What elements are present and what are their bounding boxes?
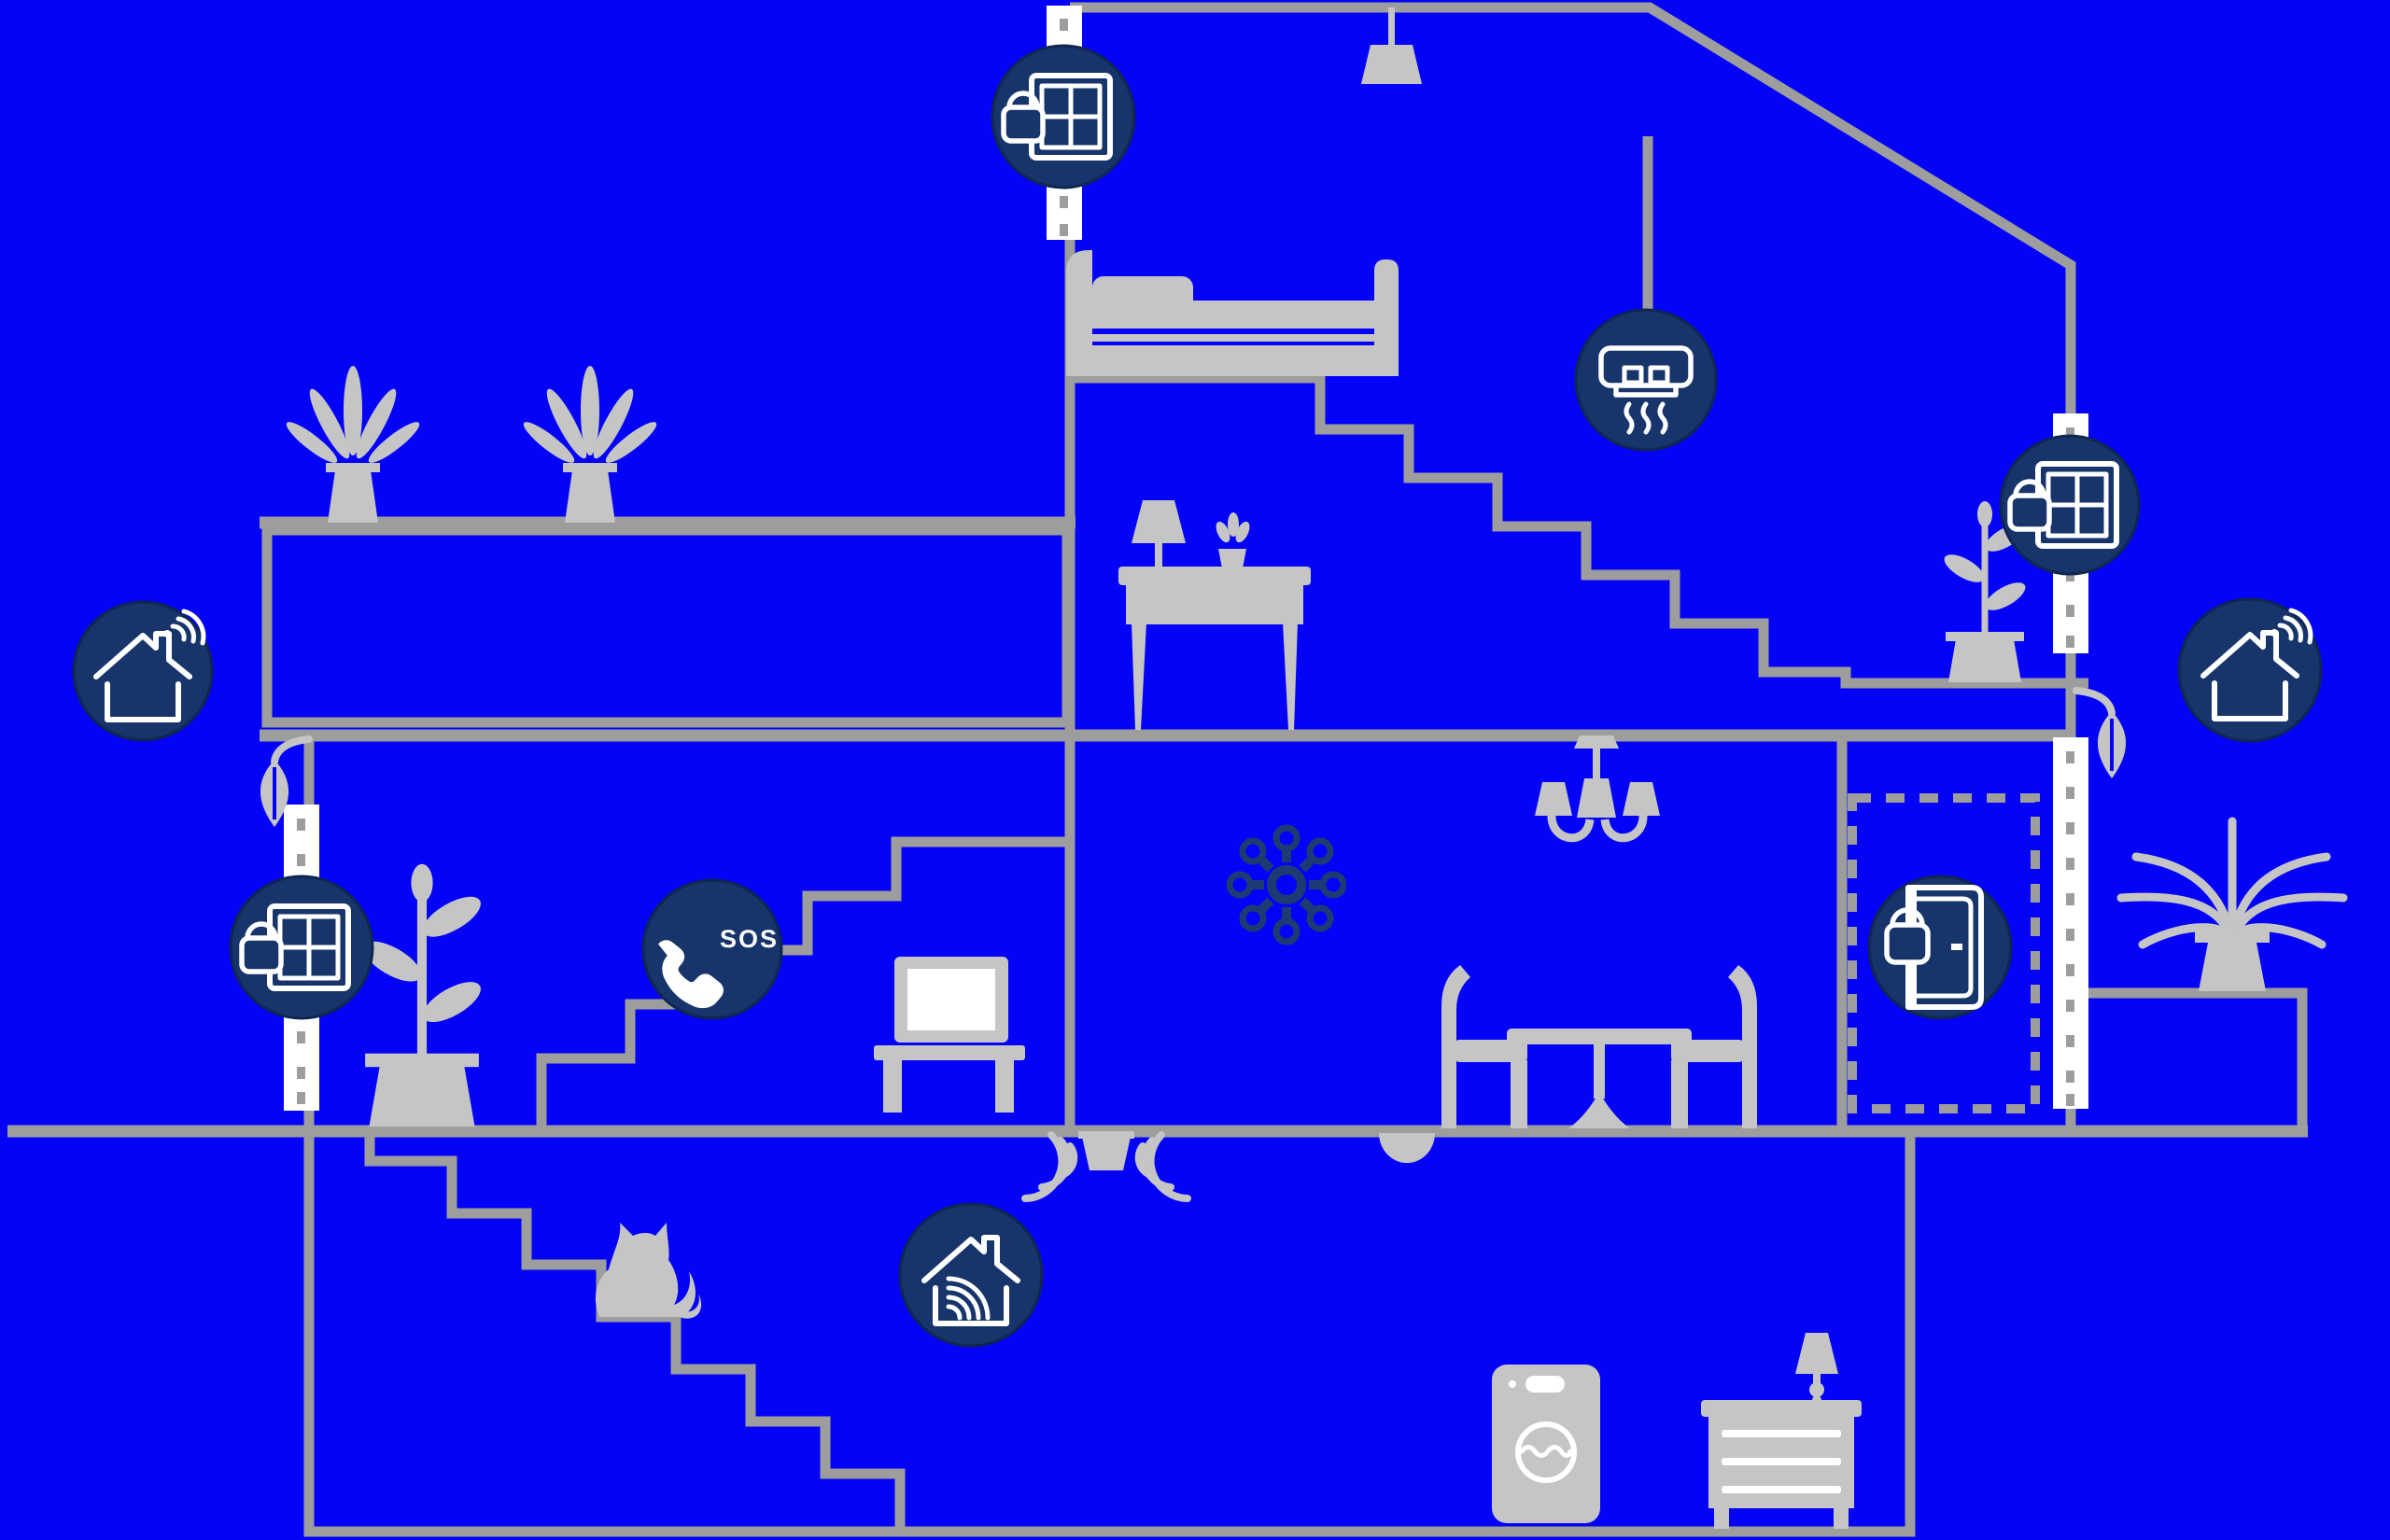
- side-table: [1118, 500, 1311, 730]
- ground-left-plant: [363, 863, 481, 1127]
- tv-stand: [874, 957, 1025, 1113]
- basement-ceiling-lamp: [1379, 1133, 1435, 1163]
- cat: [595, 1223, 702, 1319]
- furniture-layer: [260, 7, 2348, 1529]
- porch-plant: [2116, 817, 2348, 991]
- attic-floor-and-staircase: [1070, 372, 2088, 689]
- dining-set: [1441, 965, 1757, 1128]
- wall-lantern-right: [2073, 687, 2127, 778]
- table-lamp: [1132, 500, 1186, 567]
- alarm-home-exterior-right-icon[interactable]: [2177, 597, 2323, 743]
- window-sensor-attic-icon[interactable]: [991, 44, 1136, 189]
- sos-emergency-call-icon[interactable]: SOS: [641, 878, 783, 1020]
- connected-devices-hub-icon: [1226, 824, 1347, 945]
- door-sensor-icon[interactable]: [1867, 875, 2013, 1020]
- bed: [1066, 250, 1399, 376]
- house-structure: [7, 2, 2308, 1537]
- roof-and-right-wall: [1070, 2, 2076, 1131]
- ceiling-siren: [1021, 1131, 1191, 1202]
- porch-ledge: [2088, 987, 2308, 1127]
- alarm-home-exterior-left-icon[interactable]: [72, 600, 214, 742]
- entry-door-frame: [2053, 737, 2088, 1109]
- balcony-plant-right: [523, 366, 657, 523]
- dresser: [1701, 1333, 1862, 1529]
- dining-table: [1507, 1029, 1692, 1128]
- washing-machine: [1492, 1365, 1600, 1523]
- flower-vase: [1216, 512, 1250, 568]
- balcony-plant-left: [286, 366, 420, 523]
- chandelier: [1535, 735, 1660, 843]
- smoke-detector-icon[interactable]: [1574, 308, 1718, 452]
- window-sensor-upper-right-icon[interactable]: [1999, 434, 2141, 576]
- indoor-siren-icon[interactable]: [898, 1202, 1044, 1348]
- dining-chair-right: [1671, 965, 1757, 1128]
- balcony-railing: [261, 525, 1073, 728]
- wall-lantern-left: [260, 735, 313, 827]
- dining-chair-left: [1441, 965, 1527, 1128]
- dresser-lamp: [1795, 1333, 1838, 1405]
- window-and-door-frames: [284, 6, 2088, 1113]
- sensor-badges: SOS: [72, 44, 2323, 1348]
- door-dashed-outline: [1848, 793, 2040, 1113]
- sos-label: SOS: [720, 925, 779, 953]
- upper-right-plant: [1944, 501, 2026, 682]
- window-sensor-ground-left-icon[interactable]: [229, 875, 374, 1020]
- basement-staircase: [364, 1131, 906, 1532]
- attic-ceiling-lamp: [1361, 7, 1422, 84]
